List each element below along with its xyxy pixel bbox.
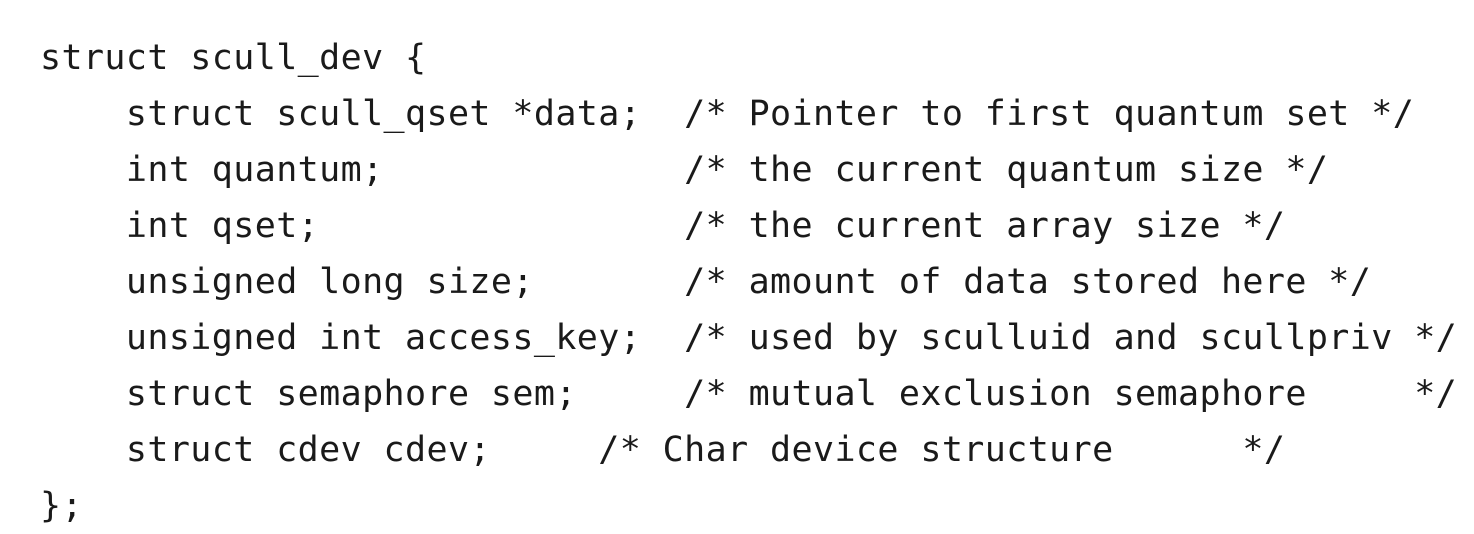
code-listing: struct scull_dev { struct scull_qset *da…: [40, 30, 1457, 534]
code-line-struct-close: };: [40, 486, 83, 526]
code-line-struct-open: struct scull_dev {: [40, 38, 427, 78]
code-line-qset-field: int qset; /* the current array size */: [40, 206, 1286, 246]
code-line-size-field: unsigned long size; /* amount of data st…: [40, 262, 1372, 302]
code-line-data-field: struct scull_qset *data; /* Pointer to f…: [40, 94, 1415, 134]
code-line-access-key-field: unsigned int access_key; /* used by scul…: [40, 318, 1458, 358]
code-line-sem-field: struct semaphore sem; /* mutual exclusio…: [40, 374, 1458, 414]
code-line-cdev-field: struct cdev cdev; /* Char device structu…: [40, 430, 1286, 470]
code-line-quantum-field: int quantum; /* the current quantum size…: [40, 150, 1329, 190]
